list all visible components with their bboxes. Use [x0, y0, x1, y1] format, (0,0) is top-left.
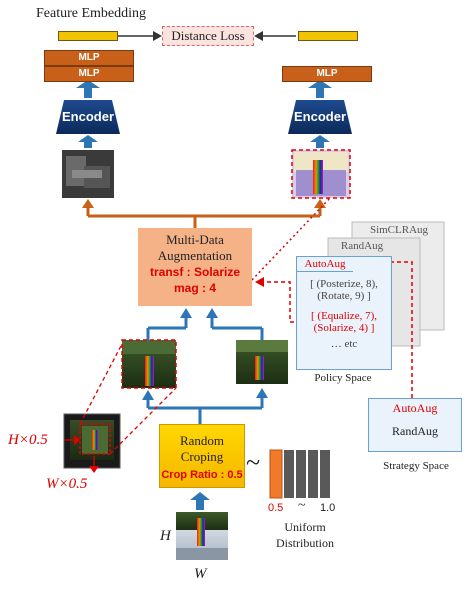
policy-item2a: [ (Equalize, 7), [311, 310, 377, 322]
encoded-image-right [291, 149, 351, 199]
embedding-bar-right [298, 31, 358, 41]
simclraug-label: SimCLRAug [369, 224, 429, 236]
autoaug-policy-card: AutoAug [ (Posterize, 8), (Rotate, 9) ] … [296, 256, 392, 370]
encoder-left-shape [56, 100, 120, 134]
multi-data-augmentation-box: Multi-Data Augmentation transf : Solariz… [138, 228, 252, 306]
policy-space-label: Policy Space [314, 372, 372, 384]
policy-item2b: (Solarize, 4) ] [313, 322, 375, 334]
policy-item1a: [ (Posterize, 8), [310, 278, 378, 290]
cropped-image-right [236, 340, 288, 384]
encoder-right-label: Encoder [293, 109, 346, 124]
feature-embedding-title: Feature Embedding [36, 6, 147, 21]
distance-loss-box: Distance Loss [162, 26, 254, 46]
randaug-card-label: RandAug [340, 240, 384, 252]
encoded-image-left [62, 150, 114, 198]
width-half-label: W×0.5 [46, 476, 88, 492]
crop-illustration [63, 413, 121, 469]
uniform-label2: Distribution [275, 536, 334, 550]
strategy-space-box: AutoAug RandAug [368, 398, 462, 452]
strategy-space-label: Strategy Space [383, 460, 449, 472]
encoder-left-label: Encoder [61, 109, 114, 124]
sampling-tilde: ~ [246, 448, 261, 477]
mlp-left-bottom: MLP [44, 66, 134, 82]
width-label: W [194, 566, 207, 582]
crop-line2: Croping [180, 449, 224, 464]
encoder-right-shape [288, 100, 352, 134]
uniform-tilde: ~ [298, 498, 306, 513]
policy-item1b: (Rotate, 9) ] [317, 290, 371, 302]
uniform-high: 1.0 [320, 502, 336, 514]
strategy-autoaug: AutoAug [392, 401, 438, 415]
uniform-distribution-chart [269, 449, 330, 499]
source-image [176, 512, 228, 560]
policy-etc: … etc [330, 338, 358, 350]
uniform-label1: Uniform [284, 520, 326, 534]
height-label: H [160, 528, 171, 544]
uniform-low: 0.5 [268, 502, 284, 514]
aug-line1: Multi-Data [166, 232, 224, 247]
mlp-right: MLP [282, 66, 372, 82]
autoaug-card-label: AutoAug [297, 257, 353, 272]
height-half-label: H×0.5 [8, 432, 48, 448]
strategy-randaug: RandAug [392, 424, 438, 438]
cropped-image-left [121, 339, 177, 389]
aug-line2: Augmentation [157, 248, 233, 263]
aug-mag: mag : 4 [173, 281, 216, 295]
mlp-left-top: MLP [44, 50, 134, 66]
aug-transf: transf : Solarize [149, 265, 241, 279]
crop-ratio: Crop Ratio : 0.5 [161, 469, 243, 481]
crop-line1: Random [179, 433, 225, 448]
embedding-bar-left [58, 31, 118, 41]
random-cropping-box: Random Croping Crop Ratio : 0.5 [159, 424, 245, 488]
